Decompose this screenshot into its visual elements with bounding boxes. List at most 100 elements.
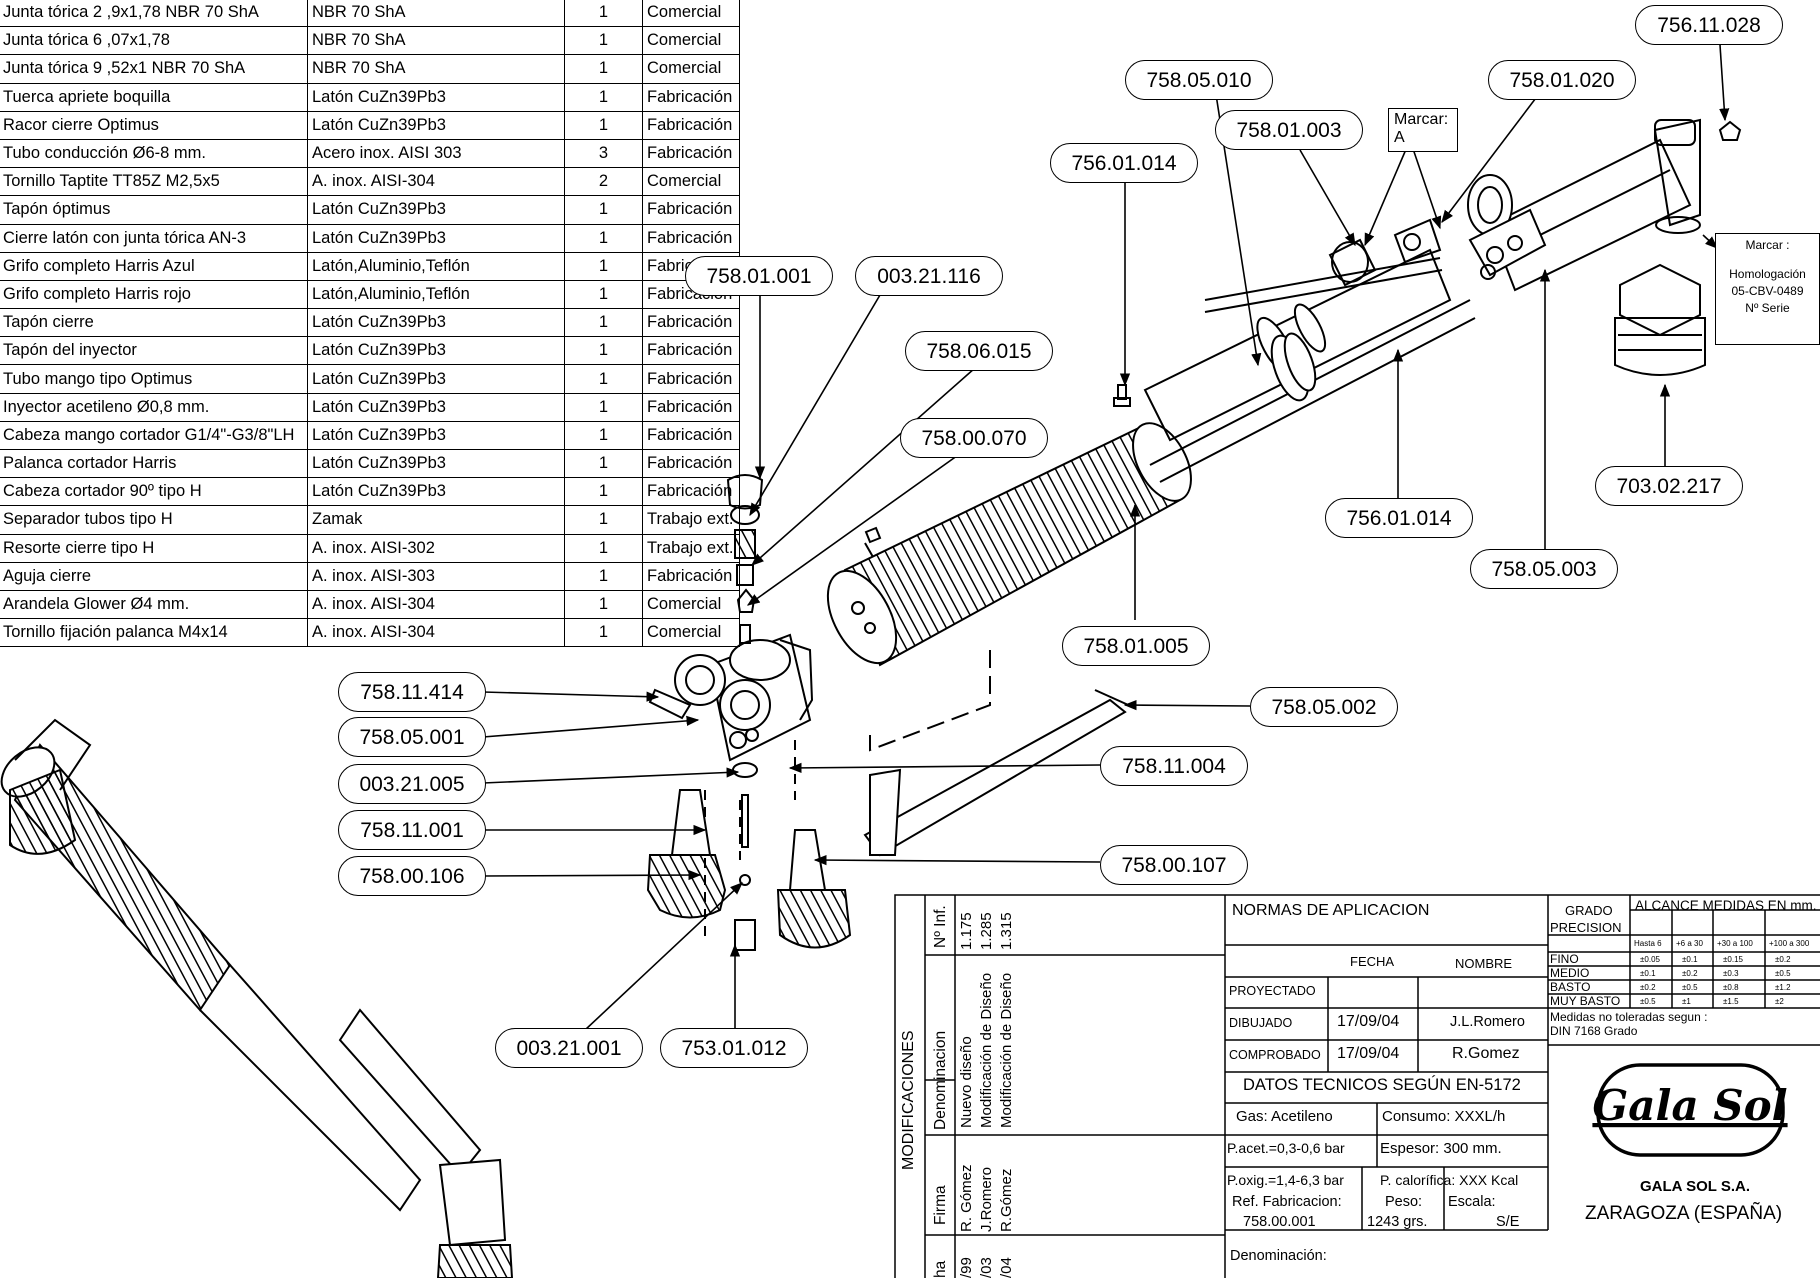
part-origin: Comercial [642,618,740,648]
mod-denominacion: Modificación de Diseño [998,972,1015,1128]
part-quantity: 1 [564,308,643,338]
mod-n-inf: 1.175 [958,912,975,950]
part-origin: Fabricación [642,392,740,422]
part-material: Latón CuZn39Pb3 [307,223,565,253]
part-description: Resorte cierre tipo H [0,533,308,563]
part-description: Grifo completo Harris rojo [0,279,308,310]
cutter-head-90 [1488,118,1701,292]
mod-firma: R.Gómez [998,1168,1015,1232]
part-description: Junta tórica 2 ,9x1,78 NBR 70 ShA [0,0,308,28]
range-header: +30 a 100 [1717,939,1753,948]
part-description: Tapón óptimus [0,195,308,225]
part-origin: Fabricación [642,110,740,140]
torch-body [674,633,814,762]
part-quantity: 1 [564,336,643,366]
callout-758-01-001: 758.01.001 [685,256,833,296]
comprobado-label: COMPROBADO [1229,1048,1321,1062]
part-origin: Trabajo ext. [642,533,740,563]
range-header: Hasta 6 [1634,939,1662,948]
part-material: Latón CuZn39Pb3 [307,392,565,422]
part-material: Latón,Aluminio,Teflón [307,251,565,281]
part-material: Latón CuZn39Pb3 [307,336,565,366]
alcance-title: ALCANCE MEDIDAS EN mm. [1635,898,1817,913]
part-description: Tubo mango tipo Optimus [0,364,308,394]
screw-top [1113,384,1131,407]
callout-758-00-070: 758.00.070 [900,418,1048,458]
callout-003-21-005: 003.21.005 [338,764,486,804]
range-header: +6 a 30 [1676,939,1703,948]
part-quantity: 1 [564,223,643,253]
part-description: Grifo completo Harris Azul [0,251,308,281]
espesor-value: Espesor: 300 mm. [1380,1140,1502,1157]
tolerance-value: ±0.05 [1640,955,1660,964]
comprobado-nombre: R.Gomez [1452,1045,1520,1062]
callout-758-00-107: 758.00.107 [1100,845,1248,885]
callout-003-21-001: 003.21.001 [495,1028,643,1068]
nombre-column-header: NOMBRE [1455,956,1513,971]
part-description: Tornillo Taptite TT85Z M2,5x5 [0,167,308,197]
company-city: ZARAGOZA (ESPAÑA) [1585,1203,1783,1224]
part-quantity: 1 [564,364,643,394]
part-material: A. inox. AISI-303 [307,561,565,591]
marking-note-a: Marcar: A [1388,108,1458,152]
part-material: Latón CuZn39Pb3 [307,195,565,225]
part-origin: Fabricación [642,195,740,225]
part-material: Latón CuZn39Pb3 [307,448,565,479]
part-quantity: 1 [564,505,643,535]
part-quantity: 1 [564,54,643,84]
tolerance-value: ±0.2 [1682,969,1698,978]
part-description: Cierre latón con junta tórica AN-3 [0,223,308,253]
part-origin: Fabricación [642,448,740,479]
part-material: A. inox. AISI-304 [307,167,565,197]
denominacion-header: Denominacion [932,1030,949,1130]
grade-name: FINO [1550,952,1579,966]
p-acet-value: P.acet.=0,3-0,6 bar [1227,1140,1345,1156]
part-material: Latón CuZn39Pb3 [307,477,565,507]
callout-758-01-005: 758.01.005 [1062,626,1210,666]
mod-denominacion: Nuevo diseño [958,1036,975,1128]
part-quantity: 1 [564,0,643,28]
callout-758-05-003: 758.05.003 [1470,549,1618,589]
grade-name: MUY BASTO [1550,994,1621,1008]
part-origin: Comercial [642,167,740,197]
part-material: Latón CuZn39Pb3 [307,110,565,140]
part-description: Arandela Glower Ø4 mm. [0,589,308,620]
medidas-note-1: Medidas no toleradas segun : [1550,1010,1708,1024]
modificaciones-label: MODIFICACIONES [900,1030,917,1170]
mod-denominacion: Modificación de Diseño [978,972,995,1128]
valve-blue [646,789,727,919]
svg-text:Gala Sol: Gala Sol [1592,1081,1787,1130]
tolerance-value: ±0.2 [1775,955,1791,964]
part-material: NBR 70 ShA [307,26,565,56]
part-quantity: 1 [564,195,643,225]
part-quantity: 1 [564,110,643,140]
part-quantity: 1 [564,477,643,507]
part-origin: Comercial [642,589,740,620]
tolerance-value: ±1.2 [1775,983,1791,992]
mod-firma: R. Gómez [958,1164,975,1232]
part-origin: Comercial [642,0,740,28]
part-description: Cabeza cortador 90º tipo H [0,477,308,507]
tolerance-value: ±0.5 [1640,997,1656,1006]
callout-003-21-116: 003.21.116 [855,256,1003,296]
part-description: Racor cierre Optimus [0,110,308,140]
callout-758-05-002: 758.05.002 [1250,687,1398,727]
part-quantity: 1 [564,82,643,112]
part-quantity: 1 [564,533,643,563]
denominacion-bottom-label: Denominación: [1230,1248,1327,1264]
gas-type: Gas: Acetileno [1236,1108,1333,1125]
valve-red [776,829,852,949]
assembled-torch-iso [0,718,514,1278]
callout-758-01-020: 758.01.020 [1488,60,1636,100]
mod-fecha: /03 [978,1257,995,1278]
